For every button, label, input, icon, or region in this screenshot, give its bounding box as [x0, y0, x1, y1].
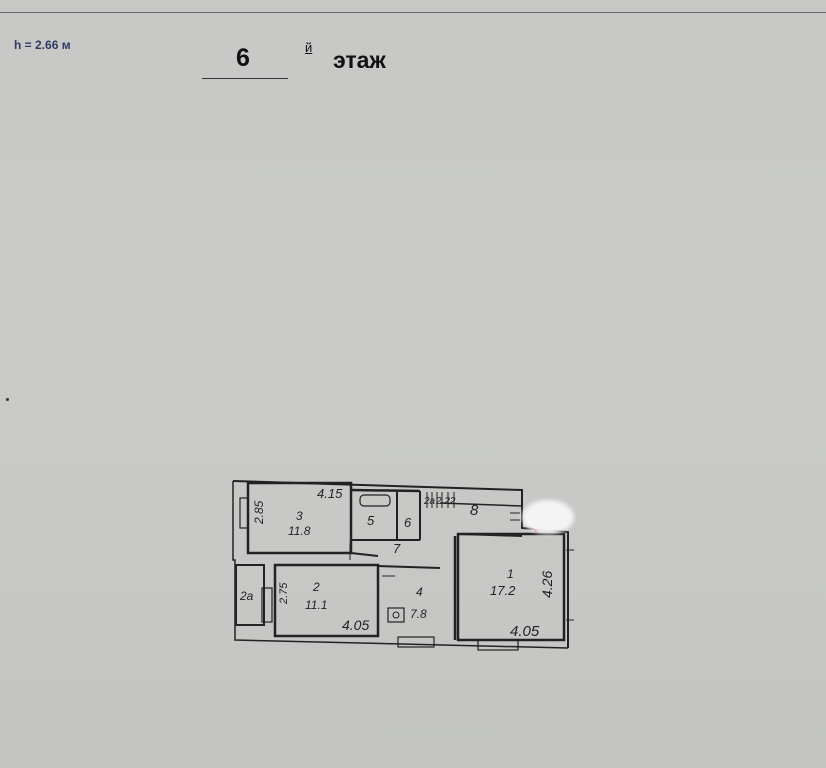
- room-1-depth: 4.26: [539, 571, 555, 598]
- room-6-number: 6: [404, 515, 412, 530]
- room-2-number: 2: [312, 580, 320, 594]
- floor-number: 6: [236, 44, 250, 72]
- plan-labels: 4.15 2.85 3 11.8 5 6 7 2а 2.22 8 2.75 2 …: [239, 486, 555, 640]
- room-3-depth: 2.85: [252, 500, 266, 525]
- room-5-number: 5: [367, 513, 375, 528]
- plan-walls: [232, 480, 574, 651]
- blurred-redaction-mark: [522, 500, 574, 534]
- room-7-number: 7: [393, 541, 401, 556]
- room-1-area: 17.2: [490, 583, 516, 598]
- room-3-width: 4.15: [317, 486, 343, 501]
- room-2a-lower-number: 2а: [239, 589, 254, 603]
- top-border-line: [0, 12, 826, 13]
- paper-speck: [6, 398, 9, 401]
- room-2-area: 11.1: [305, 598, 327, 612]
- room-2a-upper-area: 2.22: [435, 496, 456, 507]
- room-1-width: 4.05: [510, 623, 540, 640]
- ceiling-height-label: h = 2.66 м: [14, 38, 71, 52]
- room-4-number: 4: [416, 585, 423, 599]
- floor-number-suffix: й: [305, 40, 313, 55]
- room-1-number: 1: [507, 567, 514, 581]
- room-8-number: 8: [470, 502, 479, 519]
- room-2a-upper-number: 2а: [423, 496, 436, 507]
- room-3-area: 11.8: [288, 524, 311, 538]
- floor-number-underline: [202, 78, 288, 79]
- room-2-width: 4.05: [342, 617, 369, 633]
- floor-word: этаж: [333, 47, 386, 73]
- room-2-depth: 2.75: [278, 582, 290, 605]
- room-4-area: 7.8: [410, 607, 427, 621]
- room-3-number: 3: [296, 509, 303, 523]
